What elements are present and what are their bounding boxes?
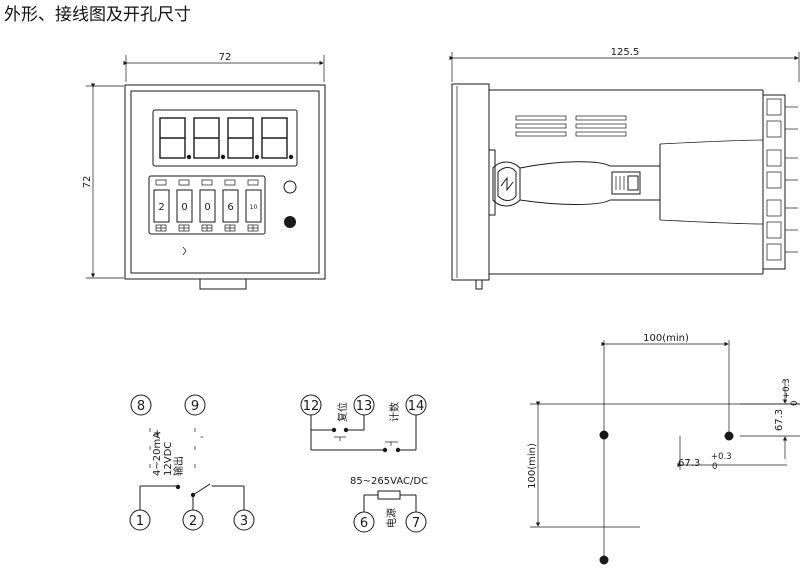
hole-height: 67.3 <box>774 409 785 431</box>
cutout-spacing: 100(min) <box>643 333 689 344</box>
power-label: 电源 <box>385 508 398 528</box>
terminal-6: 6 <box>360 516 368 531</box>
hole-center <box>599 555 609 565</box>
panel-cutout: 100(min) 100(min) 67.3 +0.3 0 67.3 +0.3 … <box>527 333 800 565</box>
terminal-1: 1 <box>136 514 144 529</box>
output-plus: + <box>153 428 161 439</box>
hole-width: 67.3 <box>678 458 700 469</box>
terminal-8: 8 <box>137 399 145 414</box>
terminal-12: 12 <box>303 399 320 414</box>
thumbwheel-digit: 2 <box>158 202 164 213</box>
terminal-3: 3 <box>240 514 248 529</box>
thumbwheel-switches: 2 0 0 6 10 <box>153 179 262 232</box>
hole-center <box>724 431 734 441</box>
terminal-2: 2 <box>189 514 197 529</box>
thumbwheel-digit: 10 <box>250 204 258 211</box>
indicator-led-on <box>284 216 296 228</box>
wiring-input: 12 13 14 复位 计数 85~265VAC/DC 电源 6 <box>300 394 428 533</box>
output-voltage: 12VDC <box>163 442 174 476</box>
thumbwheel-digit: 6 <box>227 202 233 213</box>
terminal-13: 13 <box>356 399 373 414</box>
terminal-9: 9 <box>191 399 199 414</box>
count-label: 计数 <box>388 402 401 422</box>
terminal-14: 14 <box>408 399 425 414</box>
power-range: 85~265VAC/DC <box>350 476 428 487</box>
page-title: 外形、接线图及开孔尺寸 <box>4 5 191 25</box>
terminal-7: 7 <box>412 516 420 531</box>
thumbwheel-digit: 0 <box>204 202 210 213</box>
cutout-spacing-vertical: 100(min) <box>527 443 538 489</box>
hole-height-tol-zero: 0 <box>790 401 800 406</box>
output-current: 4~20mA <box>152 432 163 476</box>
front-height-label: 72 <box>82 176 93 189</box>
reset-label: 复位 <box>336 402 349 422</box>
thumbwheel-digit: 0 <box>181 202 187 213</box>
hole-width-tol-zero: 0 <box>712 462 717 472</box>
hole-width-tol-plus: +0.3 <box>711 452 732 462</box>
wiring-output: 8 9 + - 4~20mA 12VDC 输出 1 2 3 <box>129 394 255 531</box>
side-length-label: 125.5 <box>611 47 640 58</box>
output-label: 输出 <box>172 456 185 476</box>
side-view: 125.5 <box>449 47 800 290</box>
fuse-symbol <box>377 490 401 500</box>
seven-segment-display <box>159 117 294 160</box>
hole-height-tol-plus: +0.3 <box>782 378 792 399</box>
output-minus: - <box>200 432 204 443</box>
front-view: 72 72 <box>82 52 326 290</box>
hole-center <box>599 430 609 440</box>
rear-terminals <box>766 98 798 261</box>
front-width-label: 72 <box>219 52 232 63</box>
indicator-led-off <box>283 180 297 194</box>
